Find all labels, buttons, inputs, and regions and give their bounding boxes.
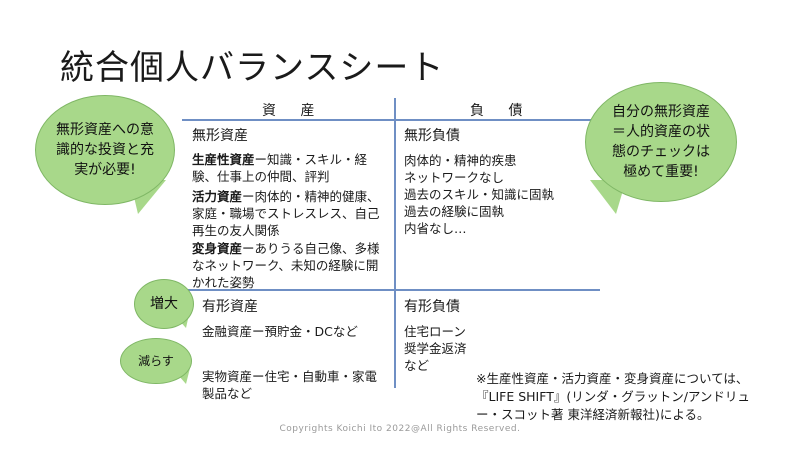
tangible-liabilities-list: 住宅ローン 奨学金返済 など	[404, 323, 467, 374]
intangible-asset-item: 変身資産ーありうる自己像、多様なネットワーク、未知の経験に開かれた姿勢	[192, 241, 380, 290]
list-item: 住宅ローン	[404, 324, 466, 339]
intangible-asset-item: 活力資産ー肉体的・精神的健康、家庭・職場でストレスレス、自己再生の友人関係	[192, 189, 380, 238]
divider-top	[182, 119, 600, 121]
intangible-liabilities-heading: 無形負債	[404, 128, 460, 144]
page-title: 統合個人バランスシート	[60, 48, 445, 88]
list-item: 過去のスキル・知識に固執	[404, 187, 555, 202]
list-item: 過去の経験に固執	[404, 204, 505, 219]
tangible-asset-item: 金融資産ー預貯金・DCなど	[202, 324, 358, 339]
divider-middle	[182, 289, 600, 291]
tangible-asset-item: 実物資産ー住宅・自動車・家電製品など	[202, 369, 378, 401]
divider-vertical	[394, 98, 396, 388]
speech-bubble-increase: 増大	[134, 279, 194, 329]
list-item: 内省なし…	[404, 221, 467, 236]
assets-header: 資 産	[262, 103, 325, 119]
list-item: など	[404, 358, 430, 373]
copyright: Copyrights Koichi Ito 2022@All Rights Re…	[279, 424, 521, 434]
speech-bubble-decrease: 減らす	[120, 338, 192, 384]
intangible-assets-heading: 無形資産	[192, 128, 248, 144]
speech-bubble-right: 自分の無形資産＝人的資産の状態のチェックは極めて重要!	[585, 82, 737, 202]
tangible-assets-heading: 有形資産	[202, 299, 258, 315]
source-note: ※生産性資産・活力資産・変身資産については、『LIFE SHIFT』(リンダ・グ…	[476, 371, 750, 422]
liabilities-header: 負 債	[470, 103, 533, 119]
list-item: 肉体的・精神的疾患	[404, 153, 517, 168]
list-item: ネットワークなし	[404, 170, 505, 185]
tangible-liabilities-heading: 有形負債	[404, 299, 460, 315]
intangible-liabilities-list: 肉体的・精神的疾患 ネットワークなし 過去のスキル・知識に固執 過去の経験に固執…	[404, 152, 594, 237]
speech-bubble-left: 無形資産への意識的な投資と充実が必要!	[35, 95, 175, 205]
intangible-asset-item: 生産性資産ー知識・スキル・経験、仕事上の仲間、評判	[192, 152, 368, 184]
list-item: 奨学金返済	[404, 341, 467, 356]
